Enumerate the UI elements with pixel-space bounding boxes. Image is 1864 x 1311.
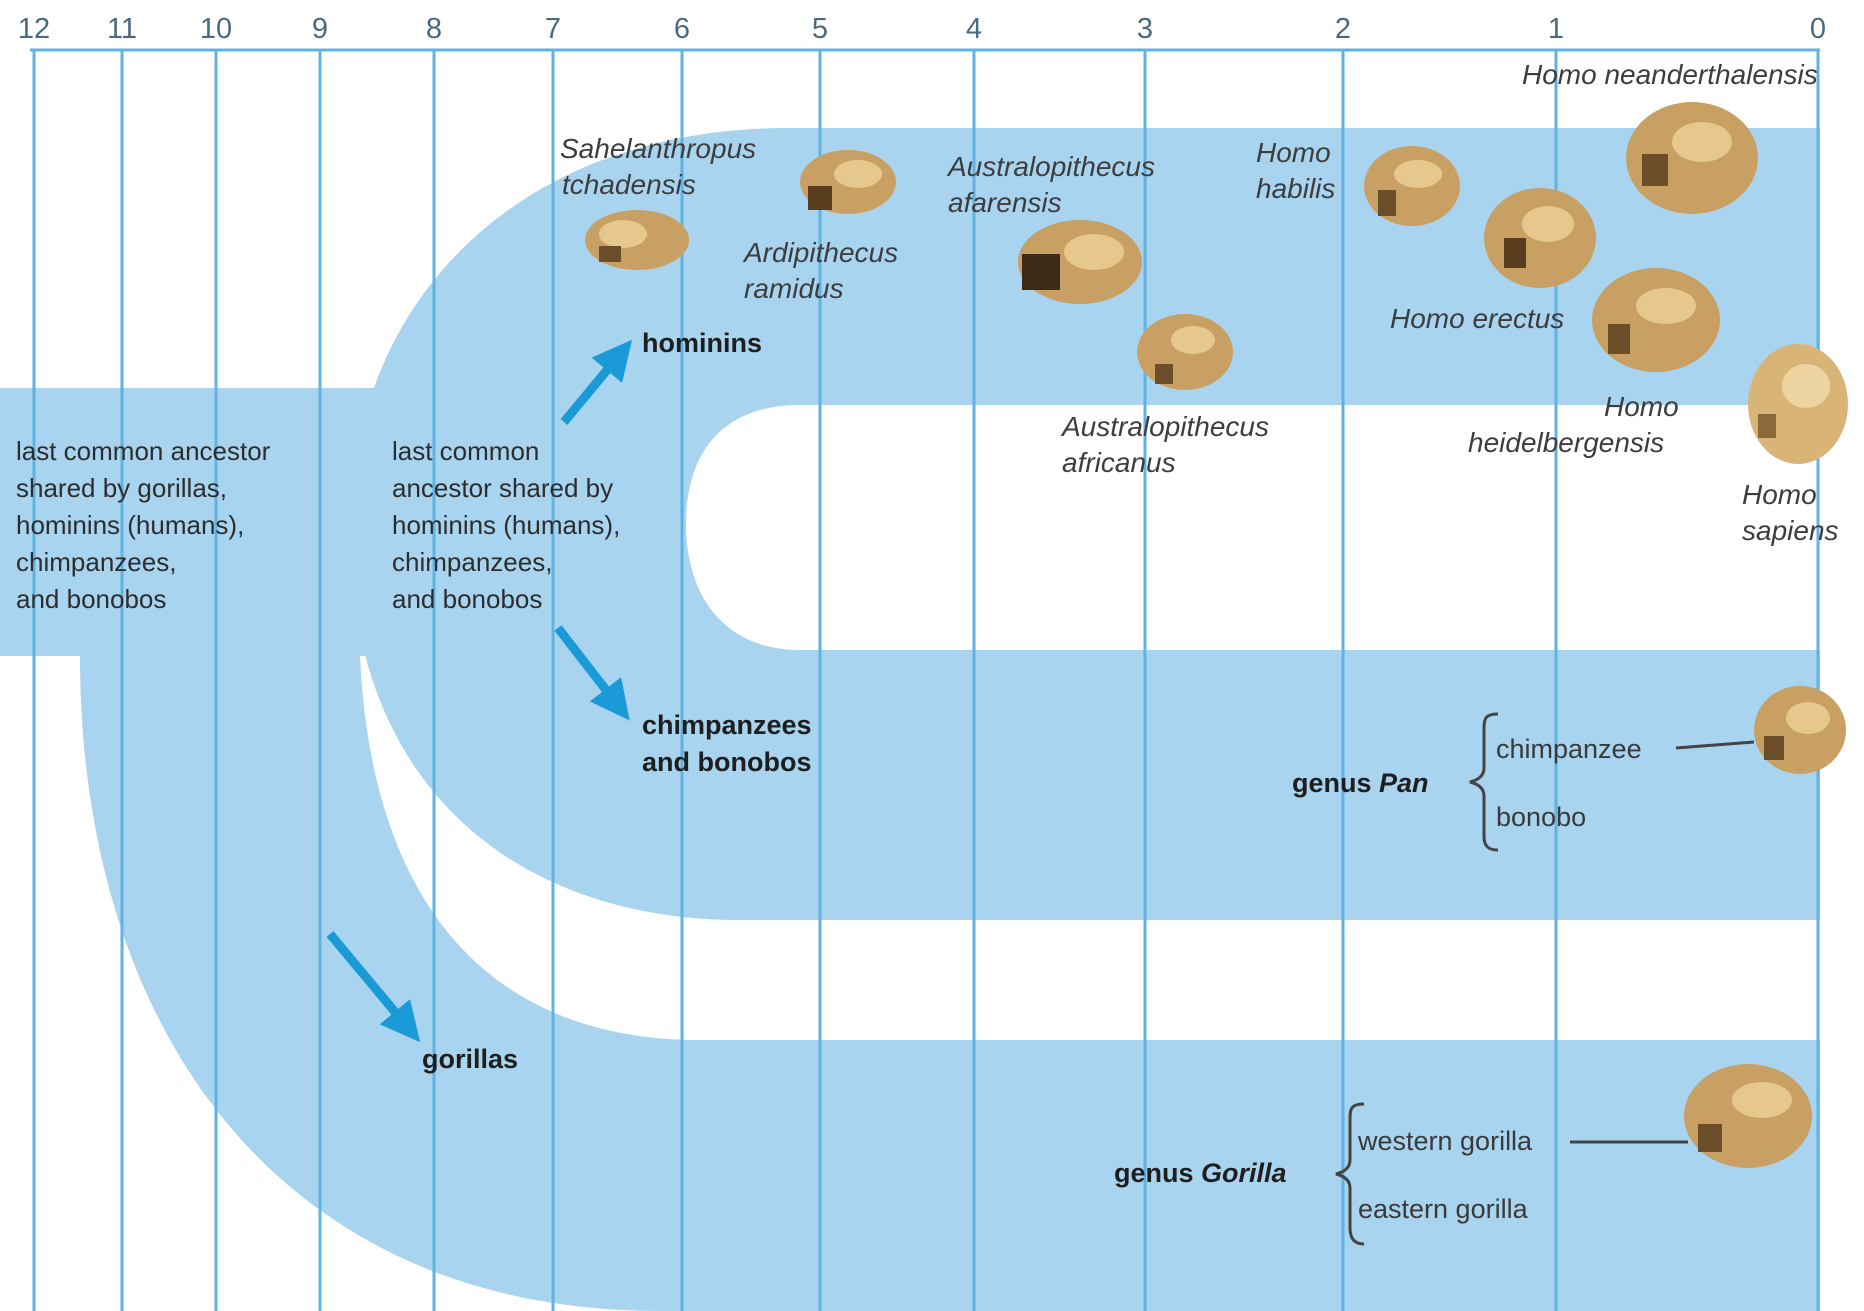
- species-line: Australopithecus: [1060, 411, 1269, 442]
- ancestor-line: hominins (humans),: [392, 510, 620, 540]
- skull-icon: [1018, 220, 1142, 304]
- skull-icon: [1592, 268, 1720, 372]
- bonobo-label: bonobo: [1496, 802, 1586, 832]
- genus-gorilla-label: genus Gorilla: [1114, 1158, 1287, 1188]
- ancestor-line: ancestor shared by: [392, 473, 613, 503]
- timeline-tick-label: 12: [18, 13, 50, 45]
- timeline-tick-label: 5: [812, 13, 828, 45]
- timeline-tick-label: 1: [1548, 13, 1564, 45]
- species-line: Ardipithecus: [742, 237, 898, 268]
- western-gorilla-label: western gorilla: [1357, 1126, 1533, 1156]
- hominins-label: hominins: [642, 328, 762, 358]
- ancestor-line: hominins (humans),: [16, 510, 244, 540]
- species-line: habilis: [1256, 173, 1335, 204]
- timeline-tick-label: 2: [1335, 13, 1351, 45]
- skull-icon: [1626, 102, 1758, 214]
- timeline-tick-label: 8: [426, 13, 442, 45]
- species-line: Homo: [1604, 391, 1679, 422]
- skull-icon: [1754, 686, 1846, 774]
- ancestor-line: last common ancestor: [16, 436, 271, 466]
- chimpanzee-label: chimpanzee: [1496, 734, 1642, 764]
- species-line: tchadensis: [562, 169, 696, 200]
- skull-icon: [1137, 314, 1233, 390]
- timeline-tick-label: 10: [200, 13, 232, 45]
- ancestor-line: chimpanzees,: [392, 547, 552, 577]
- eastern-gorilla-label: eastern gorilla: [1358, 1194, 1529, 1224]
- africanus-label: Australopithecus africanus: [1060, 411, 1277, 478]
- species-line: Homo: [1742, 479, 1817, 510]
- genus-prefix: genus: [1292, 768, 1379, 798]
- timeline-tick-label: 9: [312, 13, 328, 45]
- species-line: Homo: [1256, 137, 1331, 168]
- timeline-tick-label: 0: [1810, 13, 1826, 45]
- group-line: chimpanzees: [642, 710, 812, 740]
- species-line: ramidus: [744, 273, 844, 304]
- ancestor-line: and bonobos: [16, 584, 166, 614]
- gorillas-label: gorillas: [422, 1044, 518, 1074]
- species-line: heidelbergensis: [1468, 427, 1664, 458]
- timeline-tick-label: 6: [674, 13, 690, 45]
- skull-icon: [1364, 146, 1460, 226]
- neanderthalensis-label: Homo neanderthalensis: [1522, 59, 1818, 90]
- genus-name: Gorilla: [1201, 1158, 1287, 1188]
- species-line: Sahelanthropus: [560, 133, 756, 164]
- genus-pan-label: genus Pan: [1292, 768, 1429, 798]
- ancestor-line: shared by gorillas,: [16, 473, 227, 503]
- ancestor-line: and bonobos: [392, 584, 542, 614]
- erectus-label: Homo erectus: [1390, 303, 1564, 334]
- species-line: afarensis: [948, 187, 1062, 218]
- timeline-tick-label: 7: [545, 13, 561, 45]
- group-line: and bonobos: [642, 747, 811, 777]
- sapiens-label: Homo sapiens: [1742, 479, 1839, 546]
- genus-prefix: genus: [1114, 1158, 1201, 1188]
- skull-icon: [1484, 188, 1596, 288]
- skull-icon: [1748, 344, 1848, 464]
- genus-name: Pan: [1379, 768, 1429, 798]
- ancestor-line: chimpanzees,: [16, 547, 176, 577]
- timeline-tick-label: 3: [1137, 13, 1153, 45]
- skull-icon: [585, 210, 689, 270]
- skull-icon: [1684, 1064, 1812, 1168]
- species-line: Australopithecus: [946, 151, 1155, 182]
- skull-icon: [800, 150, 896, 214]
- timeline-tick-label: 11: [107, 13, 137, 45]
- species-line: sapiens: [1742, 515, 1839, 546]
- species-line: africanus: [1062, 447, 1176, 478]
- ancestor-line: last common: [392, 436, 539, 466]
- timeline-tick-label: 4: [966, 13, 982, 45]
